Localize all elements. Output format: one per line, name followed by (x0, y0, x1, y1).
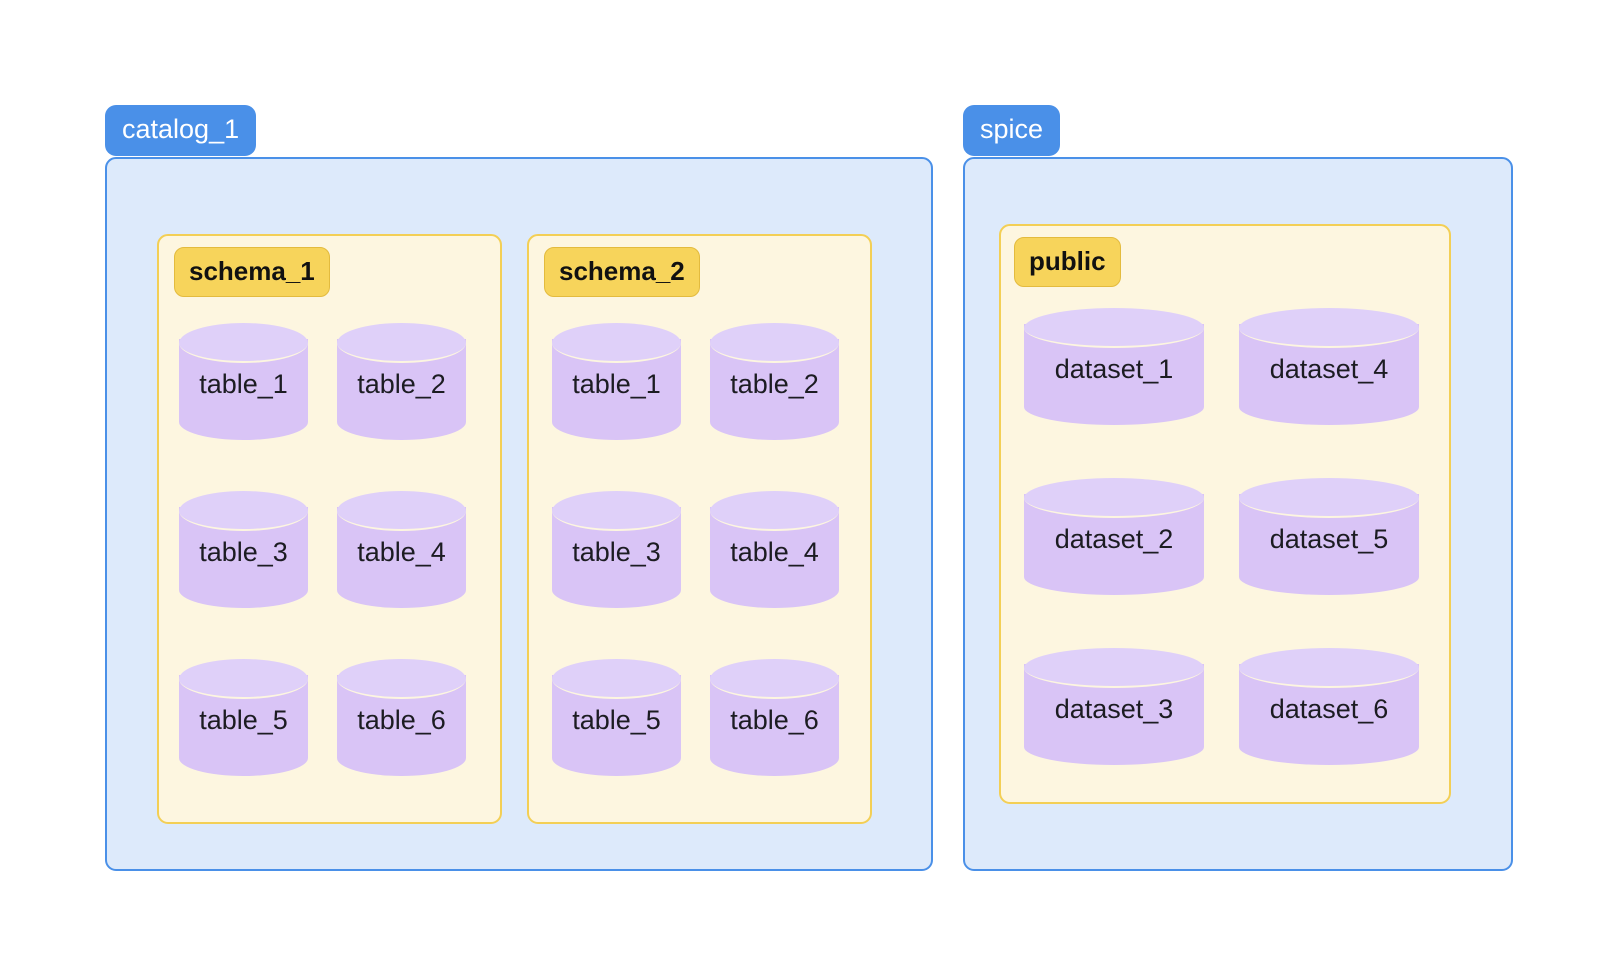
cylinder-label: table_4 (730, 536, 819, 567)
cylinder-label: table_1 (199, 368, 288, 399)
cylinder-label: dataset_2 (1054, 523, 1174, 554)
cylinder-top-ellipse (1239, 478, 1419, 518)
table-cylinder[interactable]: table_6 (710, 659, 839, 776)
cylinder-top-ellipse (552, 491, 681, 531)
cylinder-top-ellipse (179, 659, 308, 699)
cylinder-label: table_6 (730, 704, 819, 735)
cylinder-label: dataset_1 (1054, 353, 1174, 384)
table-cylinder[interactable]: table_4 (337, 491, 466, 608)
cylinder-top-ellipse (710, 659, 839, 699)
cylinder-label: dataset_6 (1269, 693, 1389, 724)
cylinder-label: table_5 (572, 704, 661, 735)
table-cylinder[interactable]: table_1 (552, 323, 681, 440)
cylinder-top-ellipse (337, 491, 466, 531)
cylinder-label: table_2 (357, 368, 446, 399)
catalog-badge-catalog_1[interactable]: catalog_1 (105, 105, 257, 156)
cylinder-top-ellipse (1239, 648, 1419, 688)
table-cylinder[interactable]: table_5 (552, 659, 681, 776)
cylinder-top-ellipse (337, 323, 466, 363)
cylinder-top-ellipse (552, 659, 681, 699)
cylinder-top-ellipse (710, 491, 839, 531)
cylinder-top-ellipse (1024, 478, 1204, 518)
schema-badge-public[interactable]: public (1014, 237, 1121, 287)
table-cylinder[interactable]: table_3 (552, 491, 681, 608)
table-cylinder[interactable]: table_2 (337, 323, 466, 440)
table-cylinder[interactable]: table_5 (179, 659, 308, 776)
cylinder-label: table_2 (730, 368, 819, 399)
schema-box-schema_1: schema_1 table_1 table_2 table_3 table_4 (157, 234, 502, 824)
schema-badge-schema_1[interactable]: schema_1 (174, 247, 330, 297)
cylinder-top-ellipse (1024, 648, 1204, 688)
schema-box-public: public dataset_1 dataset_4 dataset_2 dat… (999, 224, 1451, 804)
catalog-group-spice: spice public dataset_1 dataset_4 dataset… (963, 105, 1513, 871)
cylinder-label: table_5 (199, 704, 288, 735)
cylinder-top-ellipse (552, 323, 681, 363)
cylinder-label: table_3 (199, 536, 288, 567)
cylinder-top-ellipse (710, 323, 839, 363)
table-cylinder[interactable]: table_4 (710, 491, 839, 608)
cylinder-label: dataset_3 (1054, 693, 1174, 724)
catalog-box-spice: public dataset_1 dataset_4 dataset_2 dat… (963, 157, 1513, 871)
dataset-cylinder[interactable]: dataset_4 (1239, 308, 1419, 425)
dataset-cylinder[interactable]: dataset_6 (1239, 648, 1419, 765)
cylinder-top-ellipse (1239, 308, 1419, 348)
cylinder-label: table_6 (357, 704, 446, 735)
cylinder-top-ellipse (1024, 308, 1204, 348)
dataset-cylinder[interactable]: dataset_1 (1024, 308, 1204, 425)
catalog-box-catalog_1: schema_1 table_1 table_2 table_3 table_4 (105, 157, 933, 871)
table-cylinder[interactable]: table_2 (710, 323, 839, 440)
dataset-cylinder[interactable]: dataset_3 (1024, 648, 1204, 765)
table-cylinder[interactable]: table_6 (337, 659, 466, 776)
cylinder-label: dataset_4 (1269, 353, 1389, 384)
schema-box-schema_2: schema_2 table_1 table_2 table_3 table_4 (527, 234, 872, 824)
schema-badge-schema_2[interactable]: schema_2 (544, 247, 700, 297)
dataset-cylinder[interactable]: dataset_5 (1239, 478, 1419, 595)
cylinder-top-ellipse (179, 323, 308, 363)
cylinder-top-ellipse (179, 491, 308, 531)
table-cylinder[interactable]: table_3 (179, 491, 308, 608)
cylinder-label: table_4 (357, 536, 446, 567)
table-cylinder[interactable]: table_1 (179, 323, 308, 440)
cylinder-label: table_1 (572, 368, 661, 399)
catalog-group-catalog_1: catalog_1 schema_1 table_1 table_2 table… (105, 105, 933, 871)
cylinder-label: table_3 (572, 536, 661, 567)
cylinder-top-ellipse (337, 659, 466, 699)
dataset-cylinder[interactable]: dataset_2 (1024, 478, 1204, 595)
catalog-badge-spice[interactable]: spice (963, 105, 1061, 156)
cylinder-label: dataset_5 (1269, 523, 1389, 554)
